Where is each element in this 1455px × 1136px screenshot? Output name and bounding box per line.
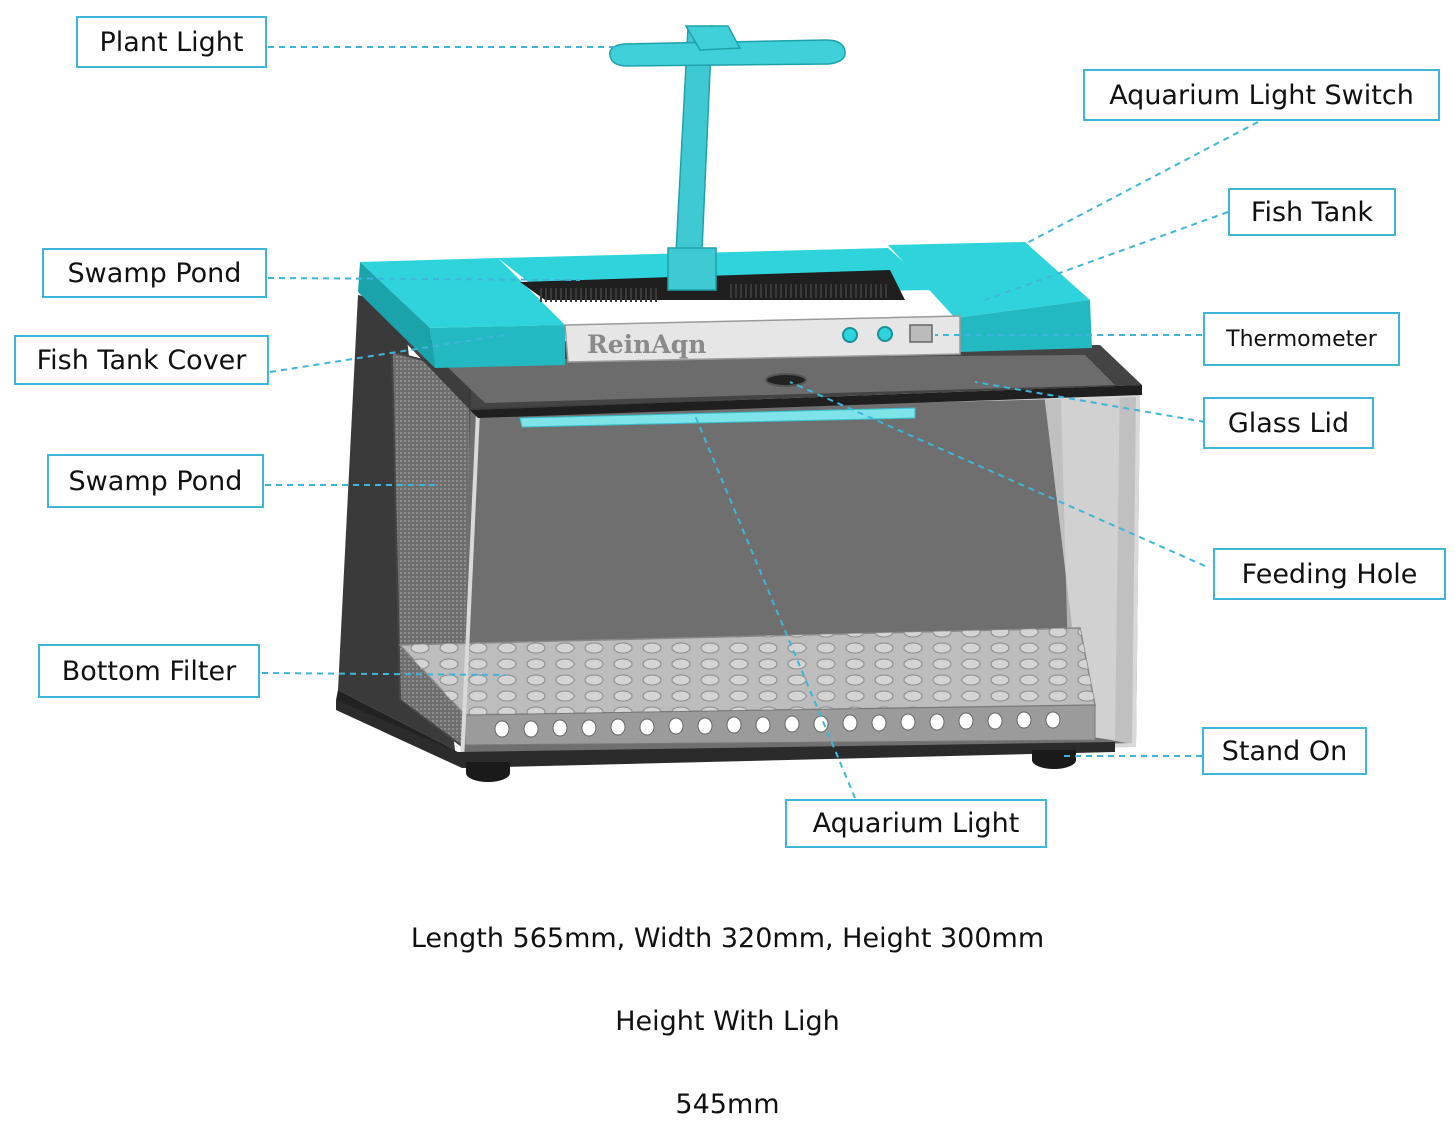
tank-base-frame bbox=[336, 700, 1115, 768]
bottom-filter bbox=[398, 627, 1096, 746]
feeding-hole bbox=[765, 373, 807, 387]
feeding-hole-label: Feeding Hole bbox=[1213, 548, 1446, 600]
aquarium-light-switch-label: Aquarium Light Switch bbox=[1083, 69, 1440, 121]
stand-on-label: Stand On bbox=[1202, 727, 1367, 775]
aquarium-light-bar bbox=[519, 407, 916, 428]
thermometer-display bbox=[909, 324, 933, 343]
brand-panel: ReinAqn bbox=[564, 315, 961, 363]
fish-tank-cover-label: Fish Tank Cover bbox=[14, 335, 269, 385]
swamp-pond-top-label: Swamp Pond bbox=[42, 248, 267, 298]
plant-light bbox=[609, 25, 846, 291]
leader-lines bbox=[261, 46, 1259, 799]
bottom-filter-label: Bottom Filter bbox=[38, 644, 260, 698]
plant-light-label: Plant Light bbox=[76, 16, 267, 68]
height-with-light-caption: Height With Ligh bbox=[615, 1006, 840, 1037]
fish-tank-label: Fish Tank bbox=[1228, 188, 1396, 236]
thermometer-label: Thermometer bbox=[1203, 312, 1400, 366]
glass-lid-label: Glass Lid bbox=[1203, 397, 1374, 449]
swamp-pond-side-label: Swamp Pond bbox=[47, 454, 264, 508]
light-switch-button-2[interactable] bbox=[877, 326, 893, 342]
brand-text: ReinAqn bbox=[587, 330, 706, 359]
light-switch-button-1[interactable] bbox=[842, 327, 858, 343]
height-value-caption: 545mm bbox=[675, 1089, 780, 1120]
aquarium-light-label: Aquarium Light bbox=[785, 799, 1047, 848]
dimensions-caption: Length 565mm, Width 320mm, Height 300mm bbox=[410, 923, 1045, 954]
